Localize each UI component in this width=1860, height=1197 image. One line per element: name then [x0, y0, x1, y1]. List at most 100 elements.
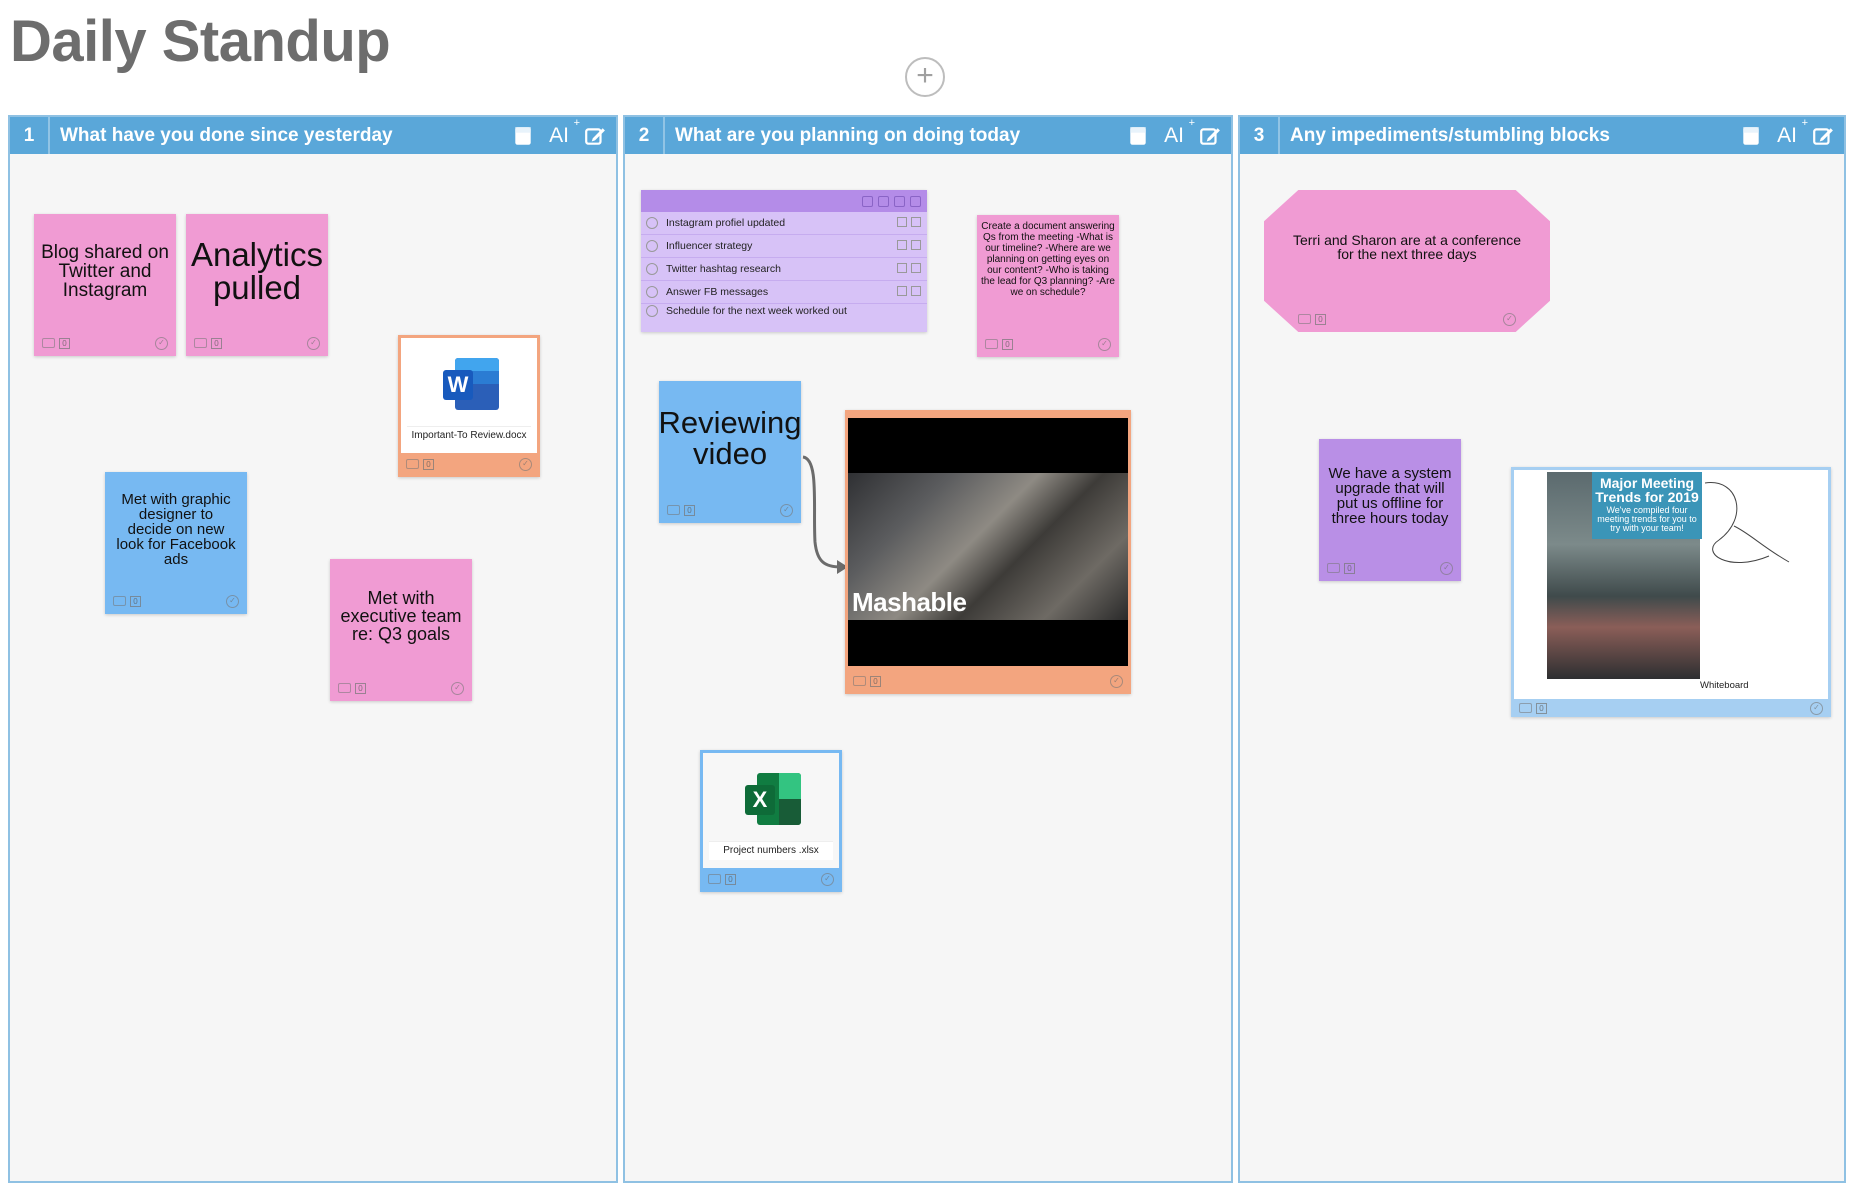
- sticky-note-upgrade[interactable]: We have a system upgrade that will put u…: [1319, 439, 1461, 581]
- sticky-note-exec[interactable]: Met with executive team re: Q3 goals 0✓: [330, 559, 472, 701]
- column-number: 2: [625, 117, 665, 154]
- note-text: Terri and Sharon are at a conference for…: [1292, 232, 1522, 262]
- video-card[interactable]: Mashable 0 ✓: [845, 410, 1131, 694]
- note-icon[interactable]: [1125, 123, 1151, 149]
- check-icon[interactable]: ✓: [1110, 674, 1123, 688]
- column-header: 3 Any impediments/stumbling blocks AI+: [1240, 117, 1844, 154]
- note-text: Met with executive team re: Q3 goals: [340, 588, 462, 644]
- check-icon[interactable]: ✓: [155, 336, 168, 350]
- note-text: Reviewing video: [658, 405, 802, 471]
- checklist-item[interactable]: Twitter hashtag research: [641, 258, 927, 281]
- file-name: Project numbers .xlsx: [709, 841, 833, 860]
- column-title[interactable]: What are you planning on doing today: [675, 124, 1021, 146]
- note-text: Create a document answering Qs from the …: [981, 221, 1115, 298]
- checklist-item[interactable]: Instagram profiel updated: [641, 212, 927, 235]
- sticky-note-blog[interactable]: Blog shared on Twitter and Instagram 0 ✓: [34, 214, 176, 356]
- column-number: 1: [10, 117, 50, 154]
- comment-icon[interactable]: [708, 874, 721, 884]
- comment-icon[interactable]: [113, 596, 126, 606]
- check-icon[interactable]: ✓: [1098, 337, 1111, 351]
- vote-count: 0: [211, 337, 222, 349]
- vote-count: 0: [1536, 702, 1547, 714]
- sticky-note-designer[interactable]: Met with graphic designer to decide on n…: [105, 472, 247, 614]
- checklist-item[interactable]: Schedule for the next week worked out: [641, 304, 927, 318]
- comment-icon[interactable]: [1519, 703, 1532, 713]
- comment-icon[interactable]: [667, 505, 680, 515]
- column-number: 3: [1240, 117, 1280, 154]
- note-icon[interactable]: [1738, 123, 1764, 149]
- check-icon: [910, 195, 921, 207]
- sticky-note-reviewing[interactable]: Reviewing video 0 ✓: [658, 381, 802, 523]
- checkbox-icon: [646, 240, 658, 252]
- note-text: Blog shared on Twitter and Instagram: [41, 241, 169, 301]
- scribble-drawing: [1704, 482, 1790, 564]
- comment-icon[interactable]: [194, 338, 207, 348]
- comment-icon[interactable]: [1327, 563, 1340, 573]
- note-text: Analytics pulled: [190, 236, 324, 306]
- note-icon[interactable]: [510, 123, 536, 149]
- board-title: Daily Standup: [10, 9, 391, 74]
- vote-count: 0: [1344, 562, 1355, 574]
- ai-icon[interactable]: AI+: [1777, 116, 1808, 147]
- column-1: 1 What have you done since yesterday AI+…: [8, 115, 618, 1183]
- vote-count: 0: [423, 458, 434, 470]
- check-icon[interactable]: ✓: [780, 503, 793, 517]
- column-title[interactable]: Any impediments/stumbling blocks: [1290, 124, 1610, 146]
- note-text: We have a system upgrade that will put u…: [1328, 465, 1452, 527]
- check-icon[interactable]: ✓: [1810, 701, 1823, 715]
- checklist-toolbar: [641, 190, 927, 212]
- whiteboard-card[interactable]: Major Meeting Trends for 2019 We've comp…: [1511, 467, 1831, 717]
- comment-icon[interactable]: [406, 459, 419, 469]
- check-icon[interactable]: ✓: [821, 872, 834, 886]
- vote-count: 0: [684, 504, 695, 516]
- check-icon[interactable]: ✓: [1440, 561, 1453, 575]
- comment-icon[interactable]: [985, 339, 998, 349]
- whiteboard-label: Whiteboard: [1700, 680, 1749, 691]
- check-icon[interactable]: ✓: [451, 681, 464, 695]
- vote-count: 0: [870, 675, 881, 687]
- comment-icon[interactable]: [42, 338, 55, 348]
- checklist-item[interactable]: Influencer strategy: [641, 235, 927, 258]
- cloud-icon: [862, 195, 873, 207]
- column-title[interactable]: What have you done since yesterday: [60, 124, 393, 146]
- vote-count: 0: [725, 873, 736, 885]
- checkbox-icon: [646, 286, 658, 298]
- edit-icon[interactable]: [1810, 123, 1836, 149]
- connector-arrow[interactable]: [801, 447, 851, 587]
- checklist-item[interactable]: Answer FB messages: [641, 281, 927, 304]
- check-icon[interactable]: ✓: [226, 594, 239, 608]
- video-thumbnail[interactable]: Mashable: [848, 473, 1128, 620]
- check-icon[interactable]: ✓: [519, 457, 532, 471]
- check-icon[interactable]: ✓: [1503, 312, 1516, 326]
- checkbox-icon: [646, 217, 658, 229]
- checklist-card[interactable]: Instagram profiel updated Influencer str…: [641, 190, 927, 332]
- vote-count: 0: [130, 595, 141, 607]
- edit-icon[interactable]: [582, 123, 608, 149]
- sticky-note-analytics[interactable]: Analytics pulled 0 ✓: [186, 214, 328, 356]
- edit-icon[interactable]: [1197, 123, 1223, 149]
- file-card-excel[interactable]: X Project numbers .xlsx 0 ✓: [700, 750, 842, 892]
- sticky-note-document[interactable]: Create a document answering Qs from the …: [977, 215, 1119, 357]
- file-name: Important-To Review.docx: [407, 426, 531, 445]
- vote-count: 0: [59, 337, 70, 349]
- whiteboard-banner: Major Meeting Trends for 2019 We've comp…: [1592, 472, 1702, 539]
- comment-icon[interactable]: [1298, 314, 1311, 324]
- comment-icon[interactable]: [853, 676, 866, 686]
- vote-count: 0: [1002, 338, 1013, 350]
- comment-icon[interactable]: [338, 683, 351, 693]
- note-text: Met with graphic designer to decide on n…: [116, 490, 236, 568]
- file-card-word[interactable]: W Important-To Review.docx 0 ✓: [398, 335, 540, 477]
- excel-file-icon: X: [745, 773, 801, 825]
- add-column-button[interactable]: +: [905, 57, 945, 97]
- ai-icon[interactable]: AI+: [1164, 116, 1195, 147]
- ai-icon[interactable]: AI+: [549, 116, 580, 147]
- check-icon[interactable]: ✓: [307, 336, 320, 350]
- vote-count: 0: [1315, 313, 1326, 325]
- word-file-icon: W: [443, 358, 499, 410]
- sticky-note-conference[interactable]: Terri and Sharon are at a conference for…: [1264, 190, 1550, 332]
- vote-icon: [894, 195, 905, 207]
- plus-icon: +: [916, 59, 934, 92]
- checkbox-icon: [646, 263, 658, 275]
- column-header: 2 What are you planning on doing today A…: [625, 117, 1231, 154]
- column-header: 1 What have you done since yesterday AI+: [10, 117, 616, 154]
